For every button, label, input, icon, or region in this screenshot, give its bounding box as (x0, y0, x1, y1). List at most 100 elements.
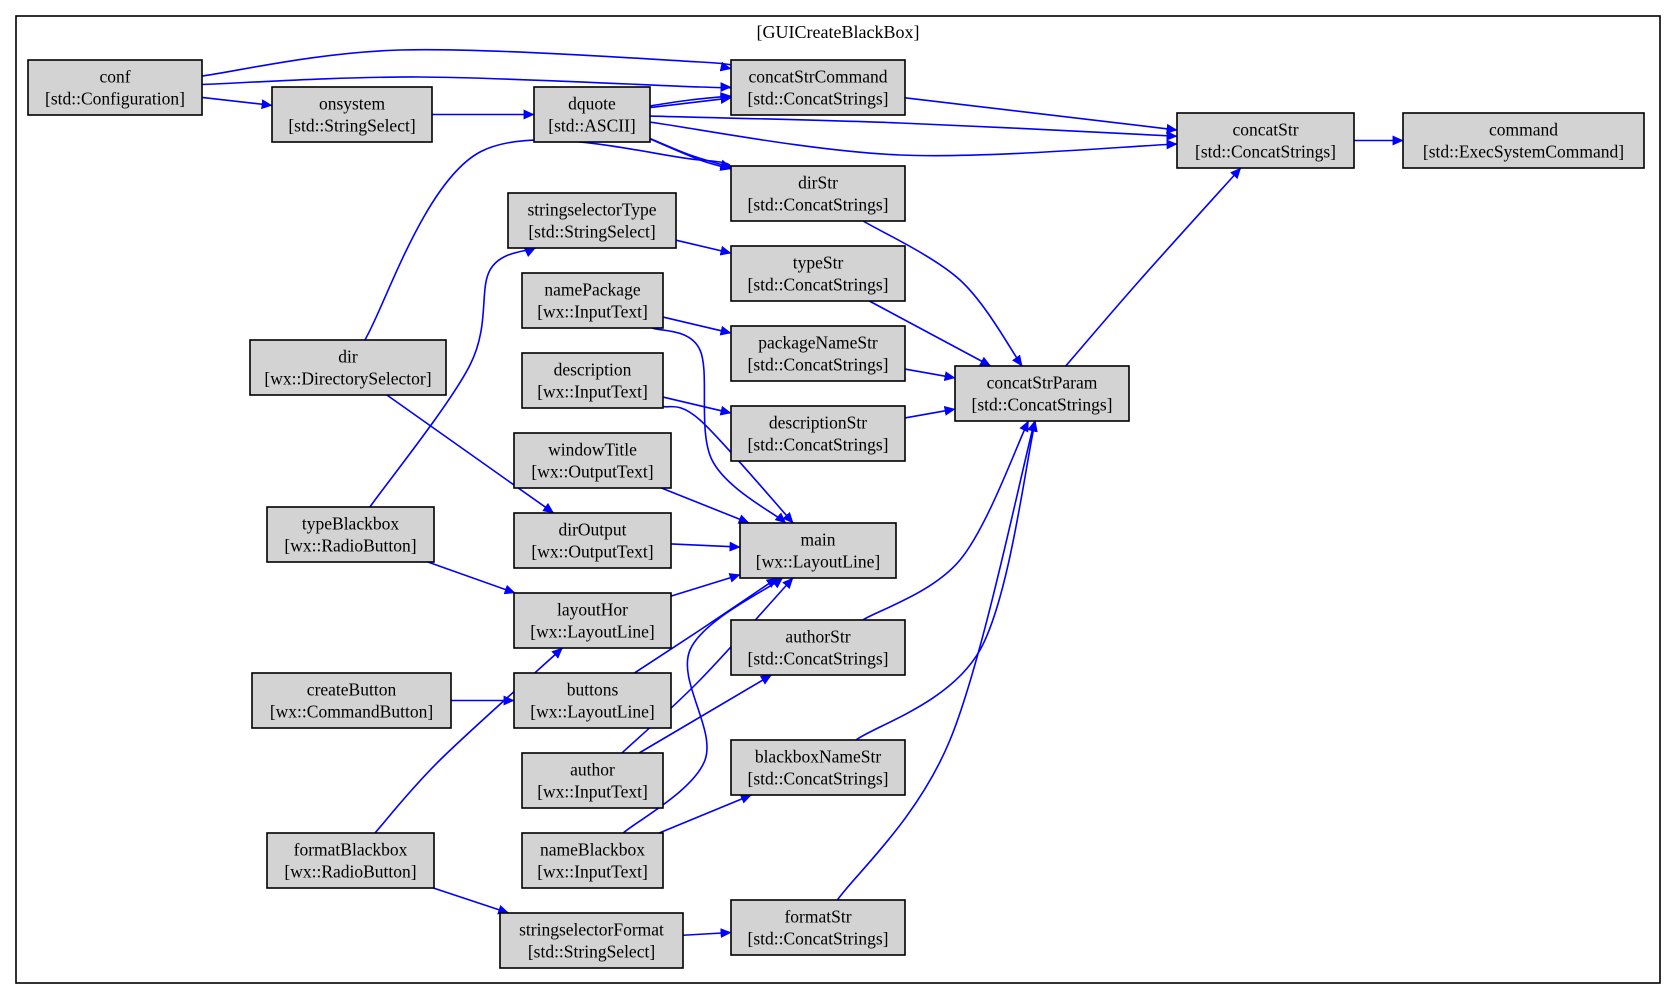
node-box (513, 432, 672, 489)
cluster-title: [GUICreateBlackBox] (757, 22, 920, 42)
edge-concatStrParam-to-concatStr (1065, 167, 1242, 367)
node-name: typeBlackbox (302, 514, 399, 534)
edge-stringselectorFormat-to-formatStr (682, 928, 732, 939)
node-stringselectorType: stringselectorType[std::StringSelect] (507, 192, 677, 249)
node-dirOutput: dirOutput[wx::OutputText] (513, 512, 672, 569)
node-box (739, 522, 897, 579)
edge-dquote-to-concatStr (649, 121, 1178, 157)
edge-dquote-to-dirStr (649, 137, 732, 170)
node-name: nameBlackbox (540, 840, 645, 860)
node-box (730, 899, 906, 956)
node-type: [std::ASCII] (548, 116, 636, 136)
node-box (513, 672, 672, 729)
node-dir: dir[wx::DirectorySelector] (249, 339, 447, 396)
node-typeBlackbox: typeBlackbox[wx::RadioButton] (266, 506, 435, 563)
node-name: buttons (567, 680, 619, 700)
node-box (521, 272, 664, 329)
node-name: conf (99, 67, 130, 87)
edge-descriptionStr-to-concatStrParam (904, 405, 956, 419)
node-name: layoutHor (557, 600, 628, 620)
node-box (521, 752, 664, 809)
node-conf: conf[std::Configuration] (27, 59, 203, 116)
node-type: [wx::LayoutLine] (530, 702, 654, 722)
node-name: windowTitle (548, 440, 637, 460)
node-name: dirOutput (558, 520, 626, 540)
node-name: formatStr (784, 907, 851, 927)
node-type: [std::ConcatStrings] (748, 195, 889, 215)
node-concatStrCommand: concatStrCommand[std::ConcatStrings] (730, 59, 906, 116)
node-formatStr: formatStr[std::ConcatStrings] (730, 899, 906, 956)
node-type: [std::ExecSystemCommand] (1423, 142, 1624, 162)
edge-packageNameStr-to-concatStrParam (904, 368, 956, 382)
node-author: author[wx::InputText] (521, 752, 664, 809)
cluster-border (15, 15, 1661, 984)
node-type: [std::ConcatStrings] (748, 275, 889, 295)
edge-conf-to-concatStrCommand (201, 48, 736, 77)
node-box (513, 592, 672, 649)
edge-dquote-to-concatStr (649, 115, 1178, 141)
node-box (730, 59, 906, 116)
node-namePackage: namePackage[wx::InputText] (521, 272, 664, 329)
node-box (533, 86, 651, 143)
node-type: [std::ConcatStrings] (748, 435, 889, 455)
node-type: [wx::InputText] (537, 862, 648, 882)
edge-conf-to-onsystem (201, 96, 273, 110)
node-box (266, 506, 435, 563)
node-box (954, 365, 1130, 422)
node-box (499, 912, 684, 969)
node-type: [std::ConcatStrings] (748, 649, 889, 669)
edge-typeStr-to-concatStrParam (868, 300, 992, 367)
node-type: [wx::OutputText] (531, 462, 653, 482)
node-name: createButton (307, 680, 397, 700)
node-blackboxNameStr: blackboxNameStr[std::ConcatStrings] (730, 739, 906, 796)
node-dquote: dquote[std::ASCII] (533, 86, 651, 143)
node-name: concatStrParam (987, 373, 1098, 393)
node-box (730, 739, 906, 796)
node-name: dquote (568, 94, 616, 114)
node-type: [std::ConcatStrings] (748, 929, 889, 949)
node-box (1176, 112, 1355, 169)
edge-nameBlackbox-to-main (622, 577, 784, 834)
edge-layoutHor-to-main (670, 573, 741, 597)
node-type: [std::ConcatStrings] (1195, 142, 1336, 162)
node-name: formatBlackbox (294, 840, 408, 860)
edge-stringselectorType-to-typeStr (675, 239, 732, 256)
edge-namePackage-to-main (651, 327, 787, 524)
node-box (251, 672, 452, 729)
node-box (730, 165, 906, 222)
node-command: command[std::ExecSystemCommand] (1402, 112, 1645, 169)
edge-formatBlackbox-to-stringselectorFormat (433, 887, 510, 915)
node-name: authorStr (785, 627, 850, 647)
node-createButton: createButton[wx::CommandButton] (251, 672, 452, 729)
node-type: [wx::InputText] (537, 302, 648, 322)
node-name: dir (338, 347, 358, 367)
edge-blackboxNameStr-to-concatStrParam (855, 420, 1038, 741)
node-box (521, 832, 664, 889)
node-onsystem: onsystem[std::StringSelect] (271, 86, 433, 143)
edge-nameBlackbox-to-blackboxNameStr (658, 794, 752, 834)
edge-concatStrCommand-to-concatStr (904, 97, 1178, 134)
node-name: blackboxNameStr (755, 747, 882, 767)
edge-description-to-main (662, 405, 794, 524)
node-name: main (801, 530, 836, 550)
node-name: concatStrCommand (748, 67, 887, 87)
edge-conf-to-concatStrCommand (201, 76, 734, 93)
edges-layer (201, 48, 1404, 939)
node-layoutHor: layoutHor[wx::LayoutLine] (513, 592, 672, 649)
node-main: main[wx::LayoutLine] (739, 522, 897, 579)
node-type: [std::StringSelect] (288, 116, 415, 136)
node-type: [wx::InputText] (537, 782, 648, 802)
edge-dir-to-dirStr (364, 139, 732, 341)
node-box (507, 192, 677, 249)
node-concatStrParam: concatStrParam[std::ConcatStrings] (954, 365, 1130, 422)
edge-typeBlackbox-to-layoutHor (427, 561, 516, 595)
edge-windowTitle-to-main (661, 487, 750, 524)
node-name: typeStr (793, 253, 844, 273)
node-name: packageNameStr (758, 333, 878, 353)
node-box (271, 86, 433, 143)
node-concatStr: concatStr[std::ConcatStrings] (1176, 112, 1355, 169)
edge-buttons-to-main (633, 577, 778, 674)
edge-dir-to-dirOutput (386, 394, 555, 514)
node-name: stringselectorType (527, 200, 656, 220)
